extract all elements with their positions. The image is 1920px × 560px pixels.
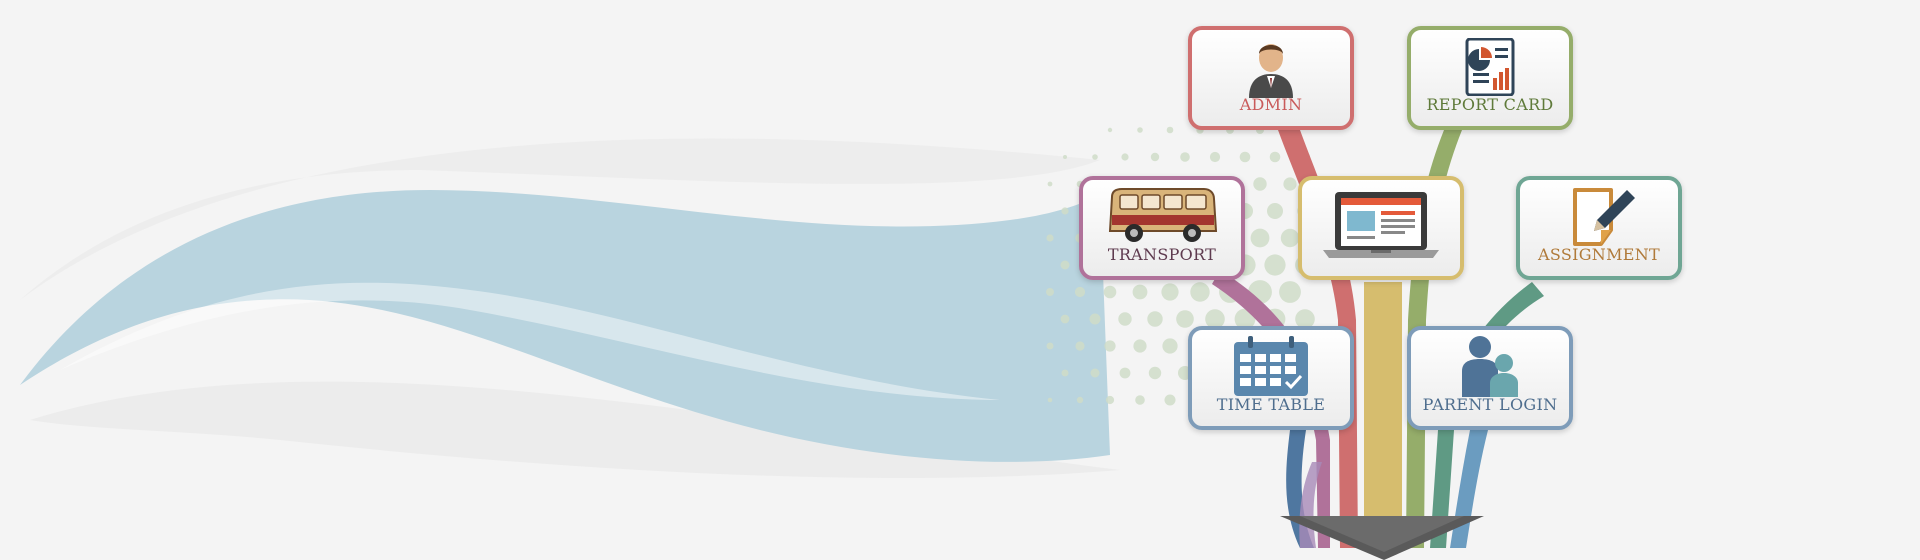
faint-swoosh-lower xyxy=(30,381,1120,479)
parent-child-icon xyxy=(1411,336,1569,398)
halftone-dot xyxy=(1103,285,1117,299)
admin-user-icon xyxy=(1192,36,1350,98)
halftone-dot xyxy=(1060,314,1070,324)
ribbon-parent xyxy=(1450,430,1488,548)
admin-card[interactable]: ADMIN xyxy=(1188,26,1354,130)
time-table-card[interactable]: TIME TABLE xyxy=(1188,326,1354,430)
halftone-dot xyxy=(1150,152,1160,162)
halftone-dot xyxy=(1061,207,1069,215)
halftone-dot xyxy=(1239,151,1251,163)
report-card-label: REPORT CARD xyxy=(1426,95,1554,114)
halftone-dot xyxy=(1280,228,1300,248)
halftone-dot xyxy=(1295,309,1315,329)
halftone-dot xyxy=(1137,127,1143,133)
halftone-dot xyxy=(1205,309,1225,329)
pen-paper-icon xyxy=(1520,186,1678,248)
assignment-card[interactable]: ASSIGNMENT xyxy=(1516,176,1682,280)
halftone-dot xyxy=(1162,338,1178,354)
time-table-label: TIME TABLE xyxy=(1216,395,1326,414)
wave-highlight xyxy=(60,282,1000,400)
halftone-dot xyxy=(1250,228,1270,248)
halftone-dot xyxy=(1047,181,1053,187)
halftone-dot xyxy=(1133,339,1147,353)
halftone-dot xyxy=(1046,342,1054,350)
halftone-dot xyxy=(1075,341,1085,351)
halftone-dot xyxy=(1279,281,1301,303)
halftone-dot xyxy=(1269,151,1281,163)
halftone-dot xyxy=(1061,369,1069,377)
transport-label: TRANSPORT xyxy=(1107,245,1217,264)
halftone-dot xyxy=(1118,312,1132,326)
halftone-dot xyxy=(1132,284,1148,300)
assignment-label: ASSIGNMENT xyxy=(1537,245,1661,264)
blue-wave xyxy=(20,190,1110,462)
halftone-dot xyxy=(1074,286,1086,298)
halftone-dot xyxy=(1104,340,1116,352)
halftone-dot xyxy=(1209,151,1221,163)
faint-swoosh-upper xyxy=(20,138,1100,300)
halftone-dot xyxy=(1253,177,1267,191)
arrow-shine xyxy=(1300,516,1464,552)
center-laptop-card[interactable] xyxy=(1298,176,1464,280)
ribbon-center xyxy=(1364,282,1402,548)
admin-label: ADMIN xyxy=(1239,95,1303,114)
halftone-dot xyxy=(1135,395,1145,405)
halftone-dot xyxy=(1267,203,1283,219)
halftone-dot xyxy=(1190,282,1210,302)
halftone-dot xyxy=(1046,288,1054,296)
halftone-dot xyxy=(1076,396,1084,404)
halftone-dot xyxy=(1090,368,1100,378)
halftone-dot xyxy=(1264,254,1286,276)
halftone-dot xyxy=(1063,155,1067,159)
parent-login-card[interactable]: PARENT LOGIN xyxy=(1407,326,1573,430)
halftone-dot xyxy=(1119,367,1131,379)
report-card-card[interactable]: REPORT CARD xyxy=(1407,26,1573,130)
halftone-dot xyxy=(1161,283,1179,301)
halftone-dot xyxy=(1148,366,1162,380)
halftone-dot xyxy=(1166,126,1174,134)
halftone-dot xyxy=(1092,154,1098,160)
halftone-dot xyxy=(1105,395,1115,405)
halftone-dot xyxy=(1176,310,1194,328)
parent-login-label: PARENT LOGIN xyxy=(1422,395,1558,414)
halftone-dot xyxy=(1046,234,1054,242)
bus-icon xyxy=(1083,186,1241,248)
halftone-dot xyxy=(1089,313,1101,325)
laptop-icon xyxy=(1302,192,1460,258)
halftone-dot xyxy=(1147,311,1163,327)
halftone-dot xyxy=(1107,127,1113,133)
halftone-dot xyxy=(1283,177,1297,191)
halftone-dot xyxy=(1164,394,1176,406)
calendar-icon xyxy=(1192,336,1350,398)
halftone-dot xyxy=(1180,152,1190,162)
halftone-dot xyxy=(1060,260,1070,270)
transport-card[interactable]: TRANSPORT xyxy=(1079,176,1245,280)
report-card-icon xyxy=(1411,36,1569,98)
halftone-dot xyxy=(1047,397,1053,403)
halftone-dot xyxy=(1121,153,1129,161)
